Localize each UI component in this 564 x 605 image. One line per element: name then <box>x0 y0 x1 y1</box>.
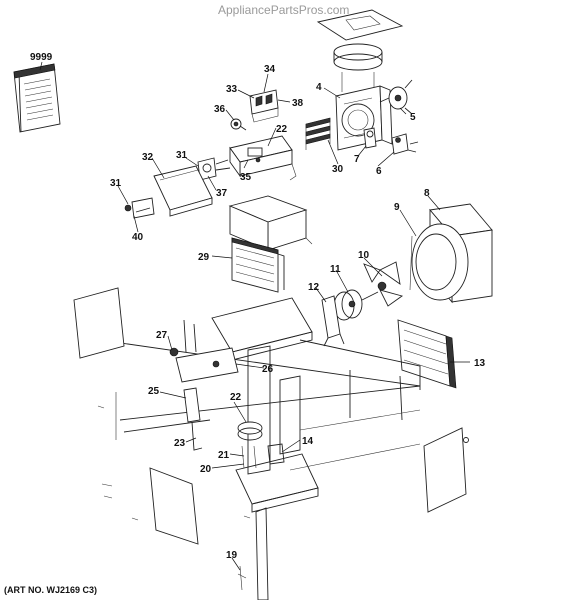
control-panel-part[interactable] <box>153 165 213 217</box>
fan-motor-part[interactable] <box>333 289 379 321</box>
air-deflector-part[interactable] <box>228 195 313 261</box>
motor-mount-part[interactable] <box>321 295 345 347</box>
owners-manual-part[interactable] <box>13 63 61 133</box>
blower-housing-part[interactable] <box>335 85 393 151</box>
callout-11: 11 <box>330 264 341 275</box>
thermostat-part[interactable] <box>197 157 231 181</box>
callout-5: 5 <box>410 112 416 123</box>
callout-38: 38 <box>292 98 304 109</box>
callout-37: 37 <box>216 188 228 199</box>
blower-motor-part[interactable] <box>379 79 413 115</box>
condenser-shroud-part[interactable] <box>409 203 493 304</box>
callout-29: 29 <box>198 252 210 263</box>
callout-4: 4 <box>316 82 322 93</box>
callout-20: 20 <box>200 464 212 475</box>
callout-13: 13 <box>474 358 486 369</box>
art-number: (ART NO. WJ2169 C3) <box>4 585 98 595</box>
callout-36: 36 <box>214 104 226 115</box>
selector-switch-part[interactable] <box>249 89 279 123</box>
callout-31-upper: 31 <box>176 150 188 161</box>
callout-22-lower: 22 <box>230 392 242 403</box>
mounting-bracket-part[interactable] <box>363 127 419 155</box>
watermark-text: AppliancePartsPros.com <box>218 3 350 17</box>
evaporator-coil-part[interactable] <box>231 237 285 293</box>
control-box-part[interactable] <box>229 135 297 181</box>
callout-33: 33 <box>226 84 238 95</box>
compressor-parts[interactable] <box>97 319 285 601</box>
condenser-coil-part[interactable] <box>397 319 457 389</box>
callout-32: 32 <box>142 152 154 163</box>
callout-30: 30 <box>332 164 344 175</box>
callout-9: 9 <box>394 202 400 213</box>
callout-8: 8 <box>424 188 430 199</box>
leader-lines <box>39 61 470 571</box>
callout-26: 26 <box>262 364 274 375</box>
callout-9999: 9999 <box>30 52 53 63</box>
callout-34: 34 <box>264 64 276 75</box>
callout-14: 14 <box>302 436 314 447</box>
callout-35: 35 <box>240 172 252 183</box>
callout-25: 25 <box>148 386 160 397</box>
left-side-panel-part[interactable] <box>73 287 199 545</box>
callout-10: 10 <box>358 250 370 261</box>
callout-labels: 9999 34 33 38 4 5 36 22 31 35 32 37 30 7… <box>30 52 486 561</box>
callout-22-upper: 22 <box>276 124 288 135</box>
callout-6: 6 <box>376 166 382 177</box>
callout-31-lower: 31 <box>110 178 122 189</box>
fan-blade-part[interactable] <box>363 261 404 307</box>
base-pan-part[interactable] <box>99 297 421 513</box>
thermostat-bracket-part[interactable] <box>124 197 155 219</box>
right-side-panel-part[interactable] <box>423 427 469 513</box>
callout-27: 27 <box>156 330 168 341</box>
heater-element-part[interactable] <box>305 117 331 150</box>
control-knob-part[interactable] <box>230 118 247 131</box>
top-duct-assembly[interactable] <box>316 9 404 92</box>
callout-7: 7 <box>354 154 360 165</box>
callout-23: 23 <box>174 438 186 449</box>
callout-19: 19 <box>226 550 238 561</box>
callout-40: 40 <box>132 232 144 243</box>
callout-21: 21 <box>218 450 230 461</box>
callout-12: 12 <box>308 282 320 293</box>
